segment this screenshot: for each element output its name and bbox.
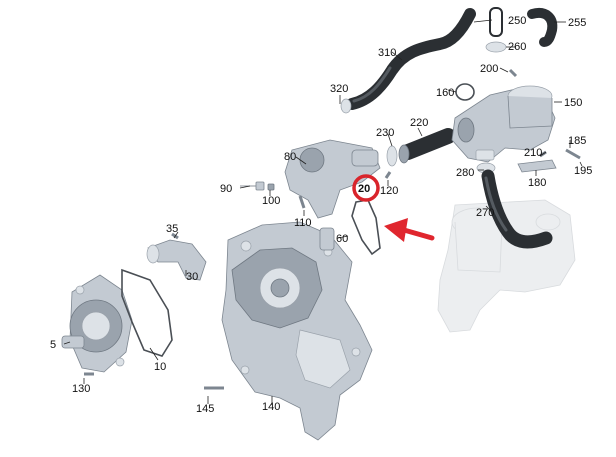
callout-120: 120 xyxy=(380,185,398,197)
callout-185: 185 xyxy=(568,135,586,147)
callout-140: 140 xyxy=(262,401,280,413)
callout-250: 250 xyxy=(508,15,526,27)
short-hose-250 xyxy=(489,7,503,37)
callout-280: 280 xyxy=(456,167,474,179)
retaining-ring xyxy=(455,83,475,101)
coolant-hose-270 xyxy=(481,169,553,249)
callout-260: 260 xyxy=(508,41,526,53)
callout-labels: 5 10 20 30 35 60 80 90 100 110 120 130 1… xyxy=(50,15,592,415)
hose-clamp-320 xyxy=(340,98,352,114)
thermostat-housing xyxy=(284,139,381,219)
callout-145: 145 xyxy=(196,403,214,415)
leader-lines xyxy=(63,19,583,405)
highlight-ring xyxy=(352,174,380,202)
callout-10: 10 xyxy=(154,361,166,373)
callout-270: 270 xyxy=(476,207,494,219)
coolant-pipe xyxy=(398,128,456,164)
callout-90: 90 xyxy=(220,183,232,195)
coolant-sleeve xyxy=(319,227,335,251)
callout-80: 80 xyxy=(284,151,296,163)
thermostat-gasket xyxy=(351,199,381,256)
coolant-distributor-housing xyxy=(451,85,556,163)
callout-195: 195 xyxy=(574,165,592,177)
callout-35: 35 xyxy=(166,223,178,235)
water-pump xyxy=(61,274,133,373)
callout-180: 180 xyxy=(528,177,546,189)
callout-200: 200 xyxy=(480,63,498,75)
callout-160: 160 xyxy=(436,87,454,99)
callout-220: 220 xyxy=(410,117,428,129)
bracket-180 xyxy=(517,159,557,173)
callout-210: 210 xyxy=(524,147,542,159)
callout-30: 30 xyxy=(186,271,198,283)
bent-hose-255 xyxy=(527,8,558,47)
callout-230: 230 xyxy=(376,127,394,139)
coolant-hose-310 xyxy=(346,8,476,110)
callout-255: 255 xyxy=(568,17,586,29)
hose-clamp-260 xyxy=(485,41,507,53)
callout-320: 320 xyxy=(330,83,348,95)
callout-310: 310 xyxy=(378,47,396,59)
callout-130: 130 xyxy=(72,383,90,395)
callout-100: 100 xyxy=(262,195,280,207)
callout-110: 110 xyxy=(294,217,312,229)
hose-clamp-230 xyxy=(386,145,398,167)
red-arrow-icon xyxy=(384,218,435,242)
callout-5: 5 xyxy=(50,339,56,351)
bolts xyxy=(84,68,581,390)
coolant-elbow xyxy=(146,239,207,281)
water-pump-gasket xyxy=(121,268,173,357)
callout-20: 20 xyxy=(358,183,370,195)
timing-cover xyxy=(221,221,373,441)
callout-150: 150 xyxy=(564,97,582,109)
callout-60: 60 xyxy=(336,233,348,245)
